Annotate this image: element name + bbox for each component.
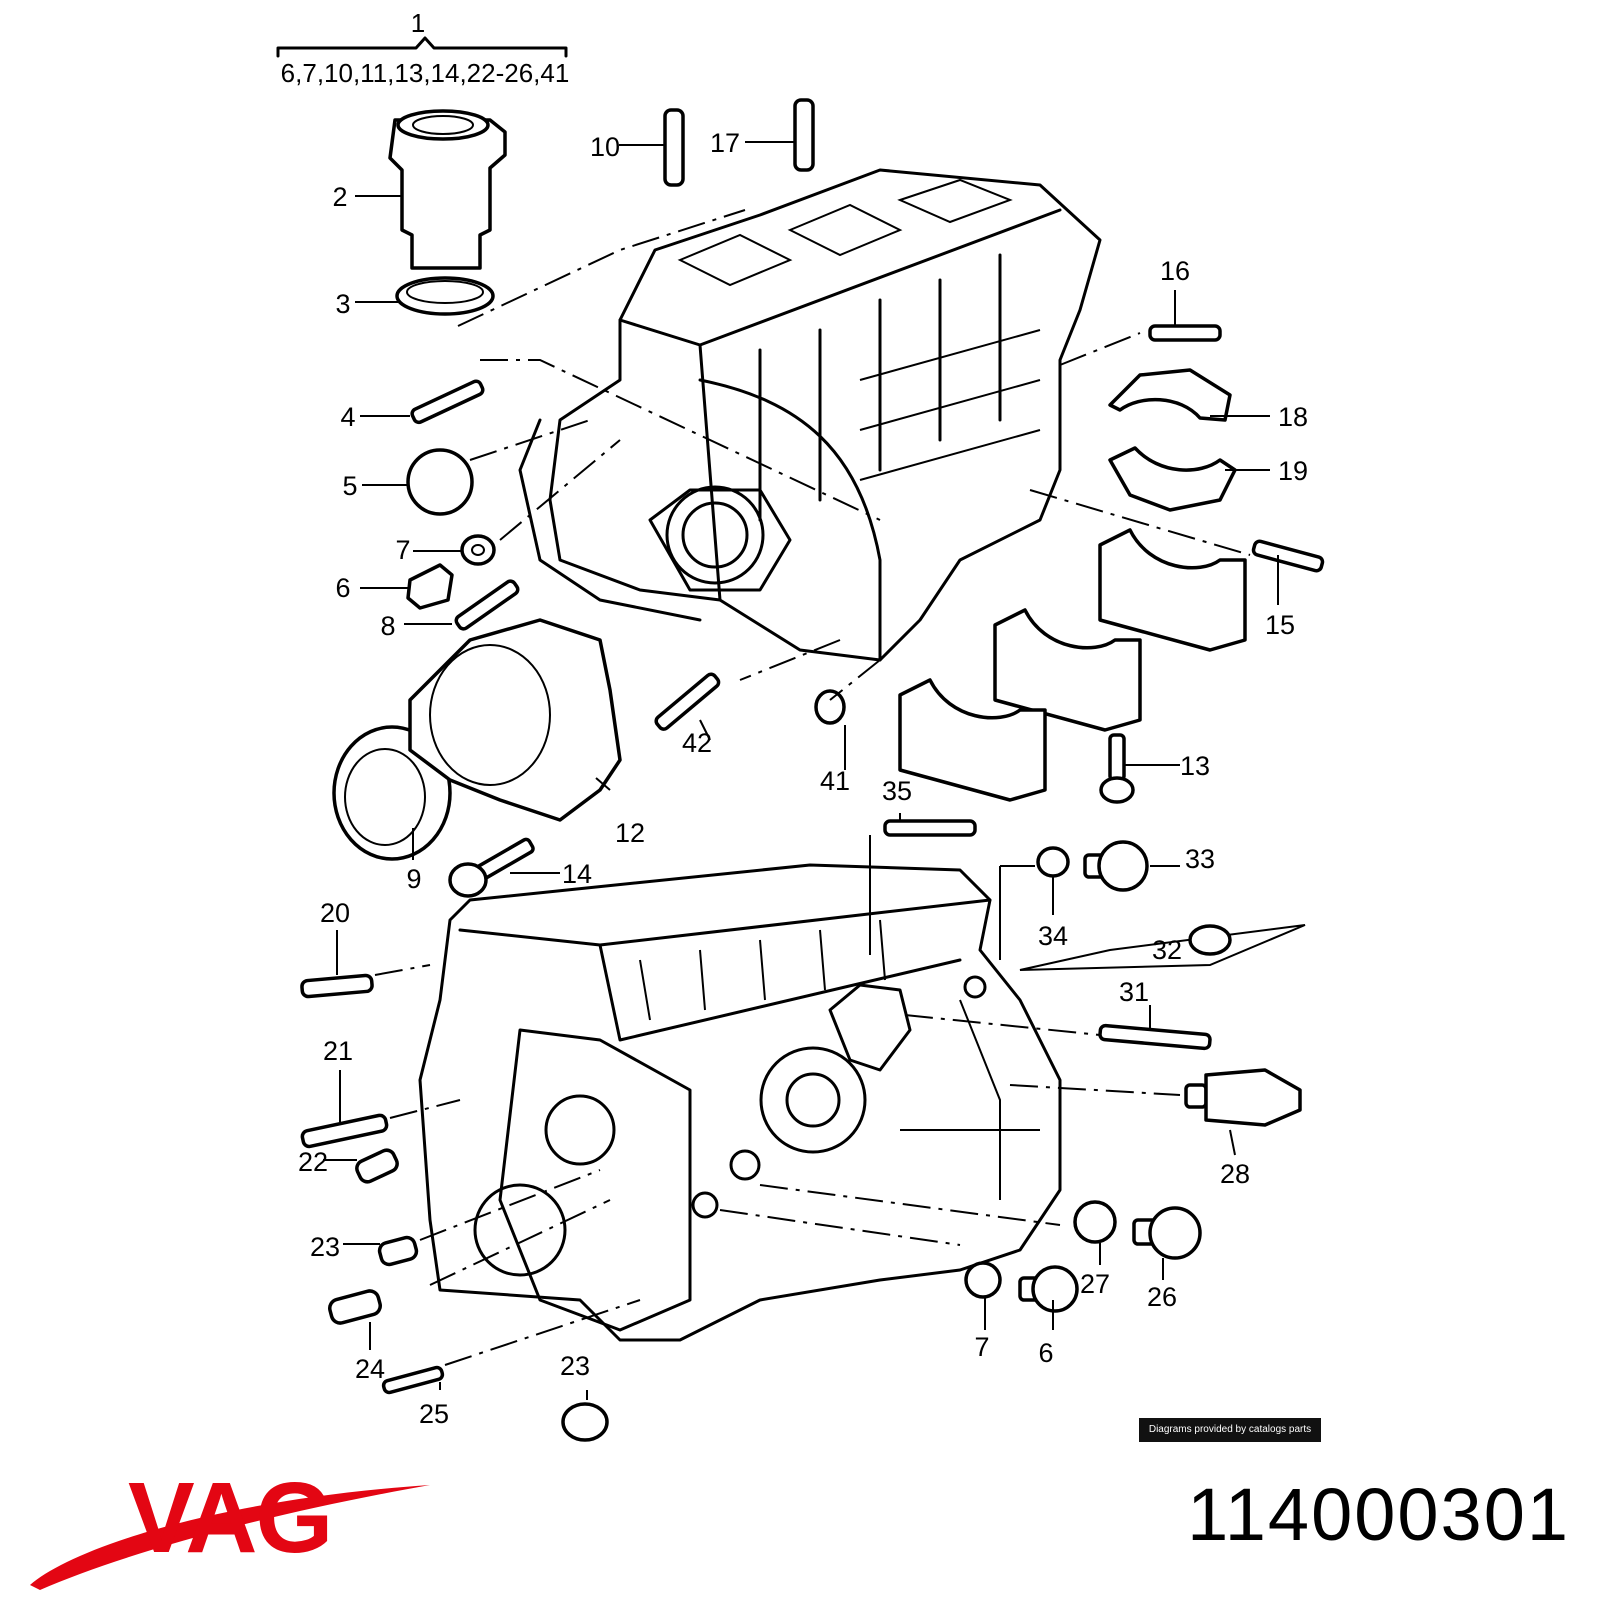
part-plug-6b	[1018, 1265, 1079, 1313]
part-washer-34	[1036, 846, 1070, 878]
part-spring-22	[355, 1148, 399, 1184]
callout-label: 31	[1119, 977, 1149, 1007]
callout-label: 6	[335, 573, 350, 603]
callout-label: 20	[320, 898, 350, 928]
engine-block-upper	[518, 168, 1102, 662]
part-stud-31	[1098, 1023, 1212, 1051]
callout-label: 24	[355, 1354, 385, 1384]
part-bearing-cap-b	[993, 608, 1142, 732]
callout-label: 19	[1278, 456, 1308, 486]
callout-label: 17	[710, 128, 740, 158]
part-stud-20	[300, 973, 374, 999]
part-bolt-14	[448, 837, 535, 898]
part-sleeve-23a	[377, 1235, 419, 1267]
callout-label: 15	[1265, 610, 1295, 640]
part-seal-flange-12	[408, 618, 622, 822]
part-bearing-shell-18	[1108, 368, 1232, 422]
callout-label: 1	[411, 8, 425, 38]
callout-label: 12	[615, 818, 645, 848]
part-stud-8	[454, 579, 520, 631]
part-bearing-cap-c	[898, 678, 1047, 802]
callout-label: 4	[340, 402, 355, 432]
callout-label: 3	[335, 289, 350, 319]
callout-label: 7	[974, 1332, 989, 1362]
callout-label: 23	[560, 1351, 590, 1381]
part-plug-26	[1132, 1206, 1202, 1260]
part-stud-10	[663, 108, 685, 187]
part-bolt-13	[1099, 733, 1135, 804]
callout-label: 21	[323, 1036, 353, 1066]
callout-label: 13	[1180, 751, 1210, 781]
part-sender-28	[1184, 1068, 1302, 1127]
callout-label: 35	[882, 776, 912, 806]
part-sleeve-24	[328, 1289, 382, 1325]
callout-label: 7	[395, 535, 410, 565]
part-pin-25	[381, 1365, 445, 1395]
callout-label: 42	[682, 728, 712, 758]
callout-label: 23	[310, 1232, 340, 1262]
part-cylinder-liner	[388, 109, 507, 270]
part-stud-4	[410, 379, 485, 425]
callout-label: 26	[1147, 1282, 1177, 1312]
part-sleeve-41	[814, 689, 846, 725]
callout-label-group: 6,7,10,11,13,14,22-26,41	[281, 58, 570, 88]
part-stud-17	[793, 98, 815, 172]
callout-label: 10	[590, 132, 620, 162]
top-bracket: 1 6,7,10,11,13,14,22-26,41	[276, 8, 570, 88]
part-liner-seal-ring	[395, 276, 495, 316]
callout-label: 8	[380, 611, 395, 641]
callout-label: 27	[1080, 1269, 1110, 1299]
part-stud-21	[300, 1113, 389, 1149]
diagram-credit: Diagrams provided by catalogs parts	[1139, 1418, 1321, 1442]
callout-label: 18	[1278, 402, 1308, 432]
part-stud-15	[1251, 539, 1325, 573]
callout-label: 33	[1185, 844, 1215, 874]
part-plug-5	[406, 448, 474, 516]
callout-label: 22	[298, 1147, 328, 1177]
callout-label: 14	[562, 859, 592, 889]
callout-label: 6	[1038, 1338, 1053, 1368]
part-number: 114000301	[1187, 1473, 1570, 1556]
callout-label: 41	[820, 766, 850, 796]
callout-label: 28	[1220, 1159, 1250, 1189]
part-washer-27	[1073, 1200, 1117, 1244]
part-stud-42	[654, 672, 721, 731]
callout-label: 32	[1152, 935, 1182, 965]
part-plug-33	[1083, 840, 1149, 892]
callout-labels: 2 3 4 5 6 7 8 9 10 12 13 14 15 16 17 18 …	[298, 128, 1308, 1429]
callout-label: 25	[419, 1399, 449, 1429]
part-bearing-cap-a	[1098, 528, 1247, 652]
vag-logo: VAG	[30, 1462, 430, 1590]
callout-label: 16	[1160, 256, 1190, 286]
part-plug-32	[1188, 924, 1232, 956]
part-washer-7b	[964, 1261, 1002, 1299]
part-stud-16	[1148, 324, 1222, 342]
part-stud-35	[883, 819, 977, 837]
logo-text: VAG	[128, 1462, 331, 1574]
callout-label: 9	[406, 864, 421, 894]
callout-label: 5	[342, 471, 357, 501]
part-plug-23b	[561, 1402, 609, 1442]
engine-block-lower	[418, 863, 1062, 1342]
callout-label: 34	[1038, 921, 1068, 951]
part-washer-7	[460, 534, 496, 566]
part-bearing-shell-19	[1108, 446, 1237, 512]
callout-label: 2	[332, 182, 347, 212]
part-plug-6	[406, 563, 454, 610]
leader-lines	[323, 141, 1279, 1400]
